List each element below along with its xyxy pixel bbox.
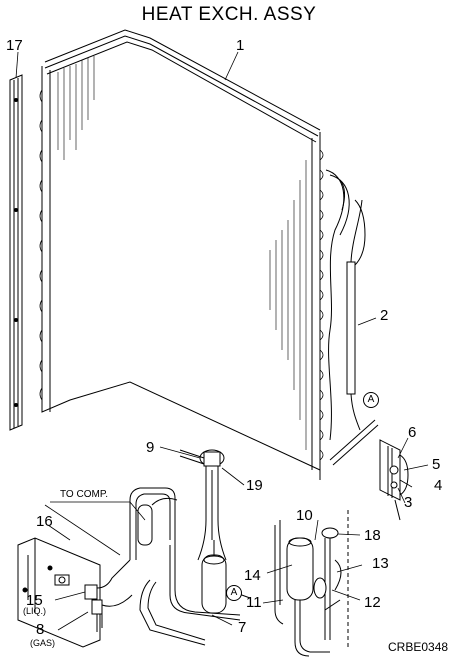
distributor-tube-part-2 [346, 199, 366, 431]
part-label-5: 5 [432, 456, 441, 473]
reference-marker-a-upper: A [363, 392, 379, 408]
reference-marker-a-lower: A [226, 585, 242, 601]
bracket-part-16 [17, 537, 133, 648]
part-label-1: 1 [236, 37, 245, 54]
part-label-17: 17 [6, 37, 23, 54]
part-label-16: 16 [36, 513, 53, 530]
diagram-title: HEAT EXCH. ASSY [141, 4, 317, 25]
part-label-11: 11 [246, 594, 262, 611]
gas-sublabel: (GAS) [30, 638, 56, 648]
drawing-code: CRBE0348 [388, 640, 449, 654]
part-label-10: 10 [296, 507, 313, 524]
to-comp-note: TO COMP. [60, 489, 108, 500]
part-label-18: 18 [364, 527, 381, 544]
liq-sublabel: (LIQ.) [23, 606, 47, 616]
valve-assembly-parts-3-6 [329, 419, 409, 521]
part-label-7: 7 [238, 619, 247, 636]
part-label-13: 13 [372, 555, 389, 572]
part-label-9: 9 [146, 439, 155, 456]
part-label-14: 14 [244, 567, 261, 584]
part-label-12: 12 [364, 594, 381, 611]
accumulator-piping-parts-7-9-19 [129, 449, 251, 646]
drier-group-parts-10-14-18 [274, 510, 349, 657]
side-rail-part-17 [9, 74, 23, 431]
part-label-3: 3 [404, 494, 413, 511]
part-label-4: 4 [434, 477, 443, 494]
leader-lines [15, 51, 429, 631]
part-label-6: 6 [408, 424, 417, 441]
part-label-8: 8 [36, 621, 45, 638]
part-label-15: 15 [26, 592, 43, 609]
heat-exchanger-coil-part-1 [39, 29, 350, 480]
part-label-2: 2 [380, 307, 389, 324]
part-label-19: 19 [246, 477, 263, 494]
